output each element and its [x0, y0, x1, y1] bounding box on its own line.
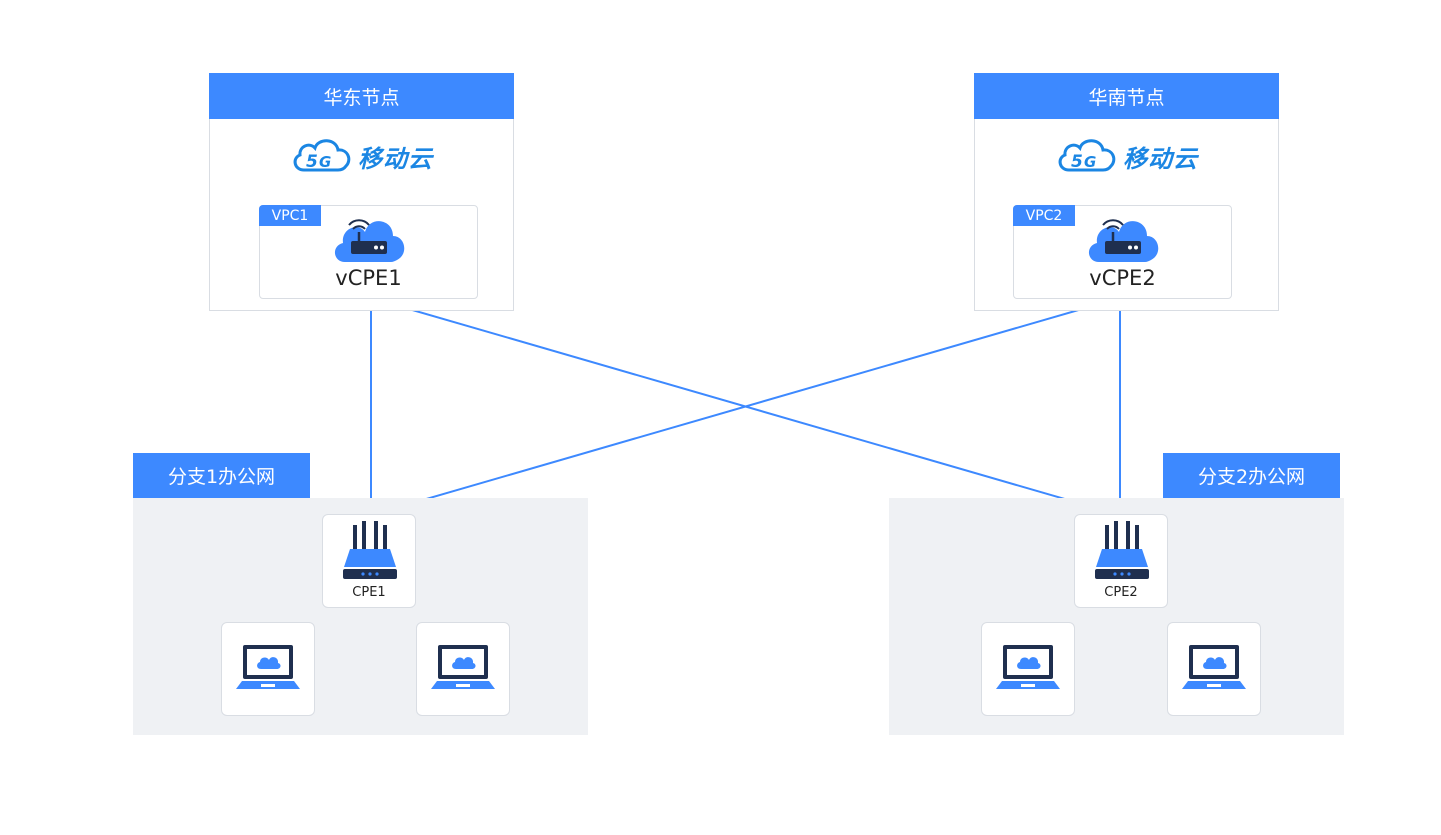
mobile-cloud-logo: 5 G 移动云	[975, 136, 1278, 176]
laptop-tile	[981, 622, 1075, 716]
laptop-tile	[416, 622, 510, 716]
brand-text: 移动云	[1123, 144, 1198, 173]
laptop-tile	[221, 622, 315, 716]
branch-1-office-network: CPE1	[133, 498, 588, 735]
cloud-router-icon	[1088, 219, 1158, 262]
svg-text:5: 5	[1071, 152, 1083, 172]
svg-text:G: G	[1084, 153, 1096, 171]
wireless-router-icon	[1095, 521, 1149, 579]
cloud-5g-icon: 5 G	[1058, 139, 1116, 172]
wireless-router-icon	[343, 521, 397, 579]
link-vcpe2-cpe1	[370, 297, 1121, 516]
vcpe-label: vCPE1	[335, 266, 402, 290]
cpe-tile: CPE1	[322, 514, 416, 608]
svg-text:G: G	[319, 153, 331, 171]
node-title: 华南节点	[974, 73, 1279, 119]
vpc-box: VPC1 vCPE1	[259, 205, 478, 299]
branch-title: 分支1办公网	[133, 453, 310, 498]
cpe-label: CPE1	[352, 585, 386, 600]
cloud-router-icon	[334, 219, 404, 262]
vpc-tag: VPC1	[259, 205, 321, 226]
brand-text: 移动云	[358, 144, 433, 173]
branch-2-office-network: CPE2	[889, 498, 1344, 735]
mobile-cloud-logo: 5 G 移动云	[210, 136, 513, 176]
laptop-icon	[431, 645, 495, 689]
node-east-china: 华东节点 5 G 移动云 VPC1 vCPE1	[209, 73, 514, 311]
vcpe-label: vCPE2	[1089, 266, 1156, 290]
vpc-box: VPC2 vCPE2	[1013, 205, 1232, 299]
svg-text:5: 5	[306, 152, 318, 172]
laptop-icon	[1182, 645, 1246, 689]
laptop-tile	[1167, 622, 1261, 716]
cpe-label: CPE2	[1104, 585, 1138, 600]
node-title: 华东节点	[209, 73, 514, 119]
vpc-tag: VPC2	[1013, 205, 1075, 226]
branch-title: 分支2办公网	[1163, 453, 1340, 498]
cpe-tile: CPE2	[1074, 514, 1168, 608]
node-south-china: 华南节点 5 G 移动云 VPC2 vCPE2	[974, 73, 1279, 311]
laptop-icon	[996, 645, 1060, 689]
laptop-icon	[236, 645, 300, 689]
cloud-5g-icon: 5 G	[293, 139, 351, 172]
